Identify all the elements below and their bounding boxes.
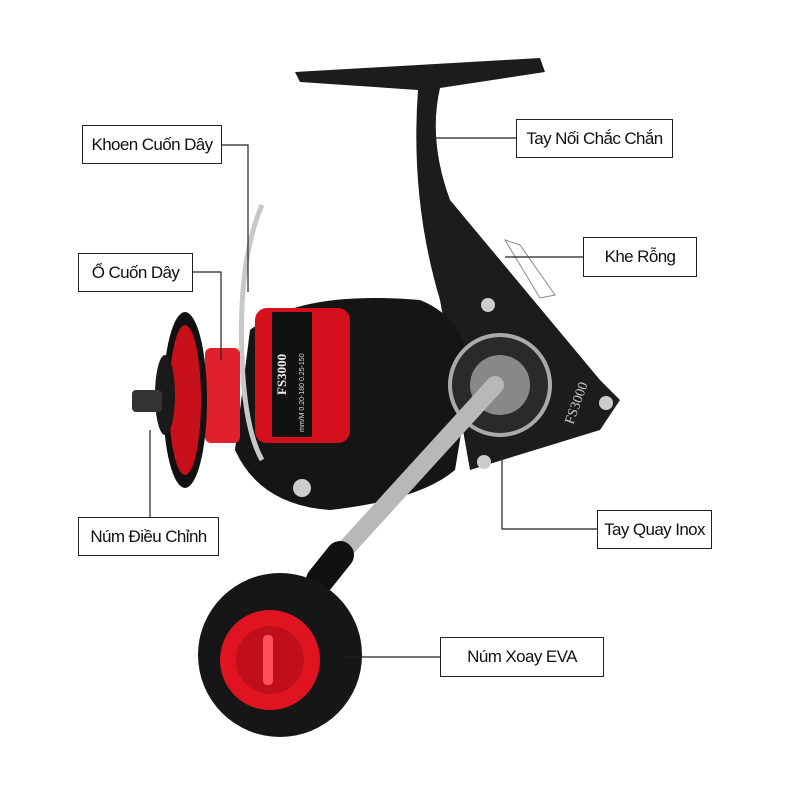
hollow-slot: [503, 239, 556, 299]
label-drag-knob: Núm Điều Chỉnh: [78, 517, 219, 556]
bail-wire: [238, 204, 265, 462]
screw: [293, 479, 311, 497]
drag-knob: [132, 390, 162, 412]
label-eva-knob: Núm Xoay EVA: [440, 637, 604, 677]
stainless-handle: [331, 376, 504, 564]
screw: [599, 396, 613, 410]
label-stainless-handle: Tay Quay Inox: [597, 510, 712, 549]
screw: [477, 455, 491, 469]
spool-spec-text: mm/M 0.20-180 0.25-150: [299, 353, 306, 432]
spool-model-text: FS3000: [274, 354, 289, 395]
label-line-roller: Khoen Cuốn Dây: [82, 125, 222, 164]
label-hollow-slot: Khe Rỗng: [583, 237, 697, 277]
label-sturdy-arm: Tay Nối Chắc Chắn: [516, 119, 673, 158]
screw: [481, 298, 495, 312]
label-spool: Ổ Cuốn Dây: [78, 253, 193, 292]
leader-lines: [149, 137, 597, 658]
